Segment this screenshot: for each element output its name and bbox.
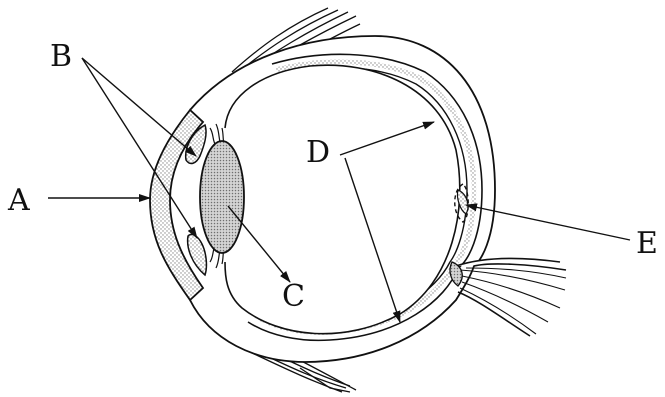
label-c: C — [282, 282, 305, 312]
lens — [200, 141, 244, 253]
label-b: B — [50, 42, 72, 72]
label-e: E — [636, 229, 658, 259]
arrow-b-upper — [82, 58, 196, 156]
label-d: D — [306, 138, 330, 168]
label-a: A — [8, 186, 30, 216]
vitreous-chamber — [225, 65, 460, 334]
